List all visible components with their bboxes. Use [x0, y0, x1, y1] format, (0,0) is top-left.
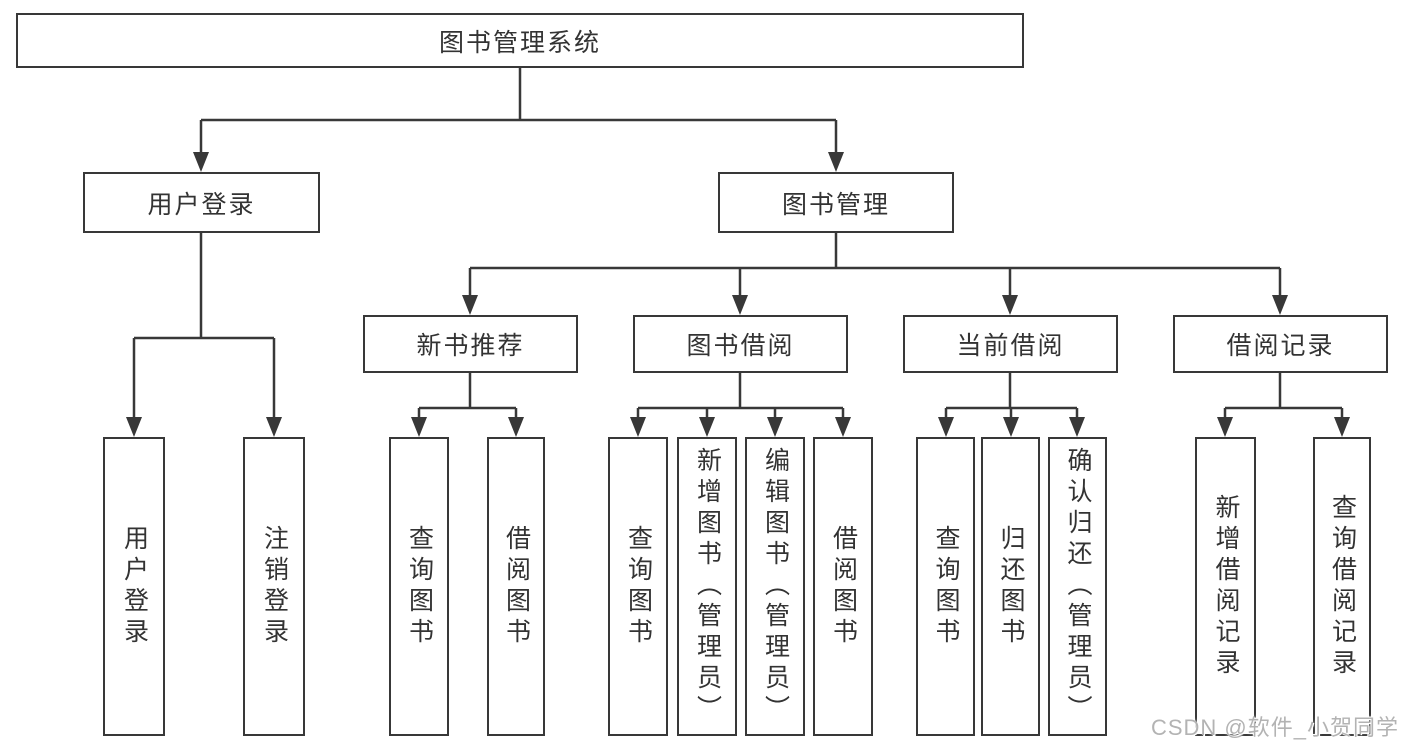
- leaf-query-books-borrow-label: 查询图书: [624, 524, 653, 649]
- node-user-login: 用户登录: [83, 172, 320, 233]
- leaf-borrow-books-recommend: 借阅图书: [487, 437, 545, 736]
- leaf-user-login-label: 用户登录: [120, 524, 149, 649]
- leaf-logout-label: 注销登录: [260, 524, 289, 649]
- node-new-book-recommend-label: 新书推荐: [416, 332, 525, 360]
- leaf-logout: 注销登录: [243, 437, 305, 736]
- leaf-confirm-return-admin-label: 确认归还（管理员）: [1064, 447, 1092, 726]
- node-borrow-records: 借阅记录: [1173, 315, 1388, 373]
- leaf-query-borrow-record-label: 查询借阅记录: [1328, 493, 1357, 680]
- leaf-add-borrow-record-label: 新增借阅记录: [1212, 493, 1240, 680]
- leaf-borrow-books-borrow: 借阅图书: [813, 437, 873, 736]
- connector-book-management-branch: [462, 233, 1288, 315]
- leaf-query-borrow-record: 查询借阅记录: [1313, 437, 1371, 736]
- leaf-edit-book-admin-label: 编辑图书（管理员）: [761, 447, 790, 726]
- connector-root-to-level2: [193, 68, 844, 172]
- node-book-management-label: 图书管理: [781, 190, 890, 219]
- leaf-edit-book-admin: 编辑图书（管理员）: [745, 437, 805, 736]
- node-new-book-recommend: 新书推荐: [363, 315, 578, 373]
- node-book-management: 图书管理: [718, 172, 954, 233]
- node-book-borrow-label: 图书借阅: [686, 332, 795, 360]
- connector-user-login-branch: [126, 233, 282, 437]
- leaf-query-books-recommend: 查询图书: [389, 437, 449, 736]
- node-user-login-label: 用户登录: [147, 190, 256, 219]
- leaf-confirm-return-admin: 确认归还（管理员）: [1048, 437, 1107, 736]
- node-root: 图书管理系统: [16, 13, 1024, 68]
- node-root-label: 图书管理系统: [438, 28, 601, 57]
- connector-borrow-records-branch: [1217, 373, 1350, 437]
- leaf-borrow-books-recommend-label: 借阅图书: [502, 524, 531, 649]
- node-book-borrow: 图书借阅: [633, 315, 848, 373]
- node-current-borrow: 当前借阅: [903, 315, 1118, 373]
- leaf-return-book: 归还图书: [981, 437, 1040, 736]
- connector-book-borrow-branch: [630, 373, 851, 437]
- leaf-add-book-admin: 新增图书（管理员）: [677, 437, 737, 736]
- leaf-query-books-borrow: 查询图书: [608, 437, 668, 736]
- leaf-query-books-current-label: 查询图书: [932, 524, 960, 649]
- leaf-borrow-books-borrow-label: 借阅图书: [829, 524, 858, 649]
- leaf-return-book-label: 归还图书: [997, 524, 1025, 649]
- node-current-borrow-label: 当前借阅: [956, 332, 1065, 360]
- leaf-query-books-recommend-label: 查询图书: [405, 524, 434, 649]
- leaf-query-books-current: 查询图书: [916, 437, 975, 736]
- leaf-user-login: 用户登录: [103, 437, 165, 736]
- node-borrow-records-label: 借阅记录: [1226, 332, 1335, 360]
- csdn-watermark: CSDN @软件_小贺同学: [1150, 715, 1399, 740]
- connector-new-book-branch: [411, 373, 524, 437]
- leaf-add-borrow-record: 新增借阅记录: [1195, 437, 1256, 736]
- connector-current-borrow-branch: [938, 373, 1085, 437]
- leaf-add-book-admin-label: 新增图书（管理员）: [693, 447, 722, 726]
